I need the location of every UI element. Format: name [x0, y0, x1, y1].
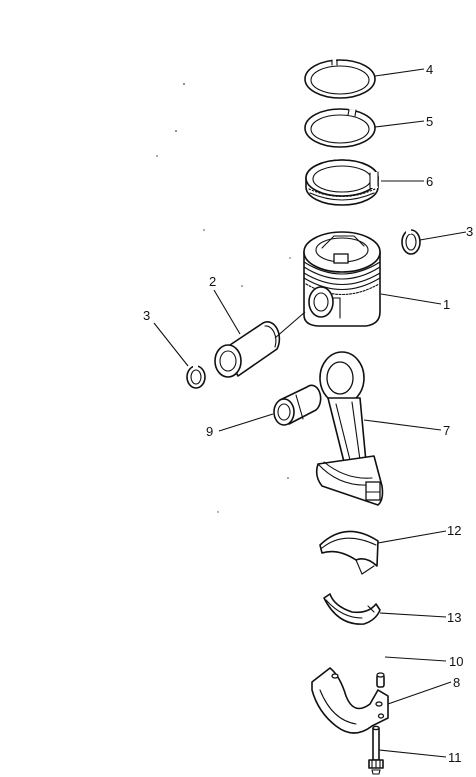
second-ring [304, 108, 376, 148]
rod-bolt [368, 725, 384, 775]
leader-lines [153, 68, 467, 758]
lower-bearing-shell [323, 593, 381, 625]
callout-second-ring: 5 [426, 114, 433, 129]
callout-oil-ring: 6 [426, 174, 433, 189]
callout-snap-ring-right: 3 [466, 224, 473, 239]
upper-bearing-shell [319, 530, 379, 575]
callout-upper-bearing: 12 [447, 523, 461, 538]
dowel-pin [376, 672, 385, 688]
callout-small-end-bushing: 9 [206, 424, 213, 439]
snap-ring-left [186, 365, 206, 389]
oil-ring [305, 159, 379, 206]
callout-piston: 1 [443, 297, 450, 312]
callout-labels: 4 5 6 3 1 2 3 7 9 12 13 10 8 11 [143, 62, 473, 765]
snap-ring-right [401, 229, 421, 255]
callout-top-ring: 4 [426, 62, 433, 77]
callout-rod-bolt: 11 [448, 750, 462, 765]
small-end-bushing [273, 384, 322, 426]
top-ring [304, 59, 376, 99]
scan-specks [156, 83, 291, 513]
callout-rod-cap: 8 [453, 675, 460, 690]
connecting-rod [315, 351, 384, 506]
piston [303, 231, 381, 327]
callout-snap-ring-left: 3 [143, 308, 150, 323]
piston-pin [214, 321, 281, 378]
callout-piston-pin: 2 [209, 274, 216, 289]
callout-dowel-pin: 10 [449, 654, 463, 669]
callout-connecting-rod: 7 [443, 423, 450, 438]
rod-cap [311, 667, 389, 734]
callout-lower-bearing: 13 [447, 610, 461, 625]
